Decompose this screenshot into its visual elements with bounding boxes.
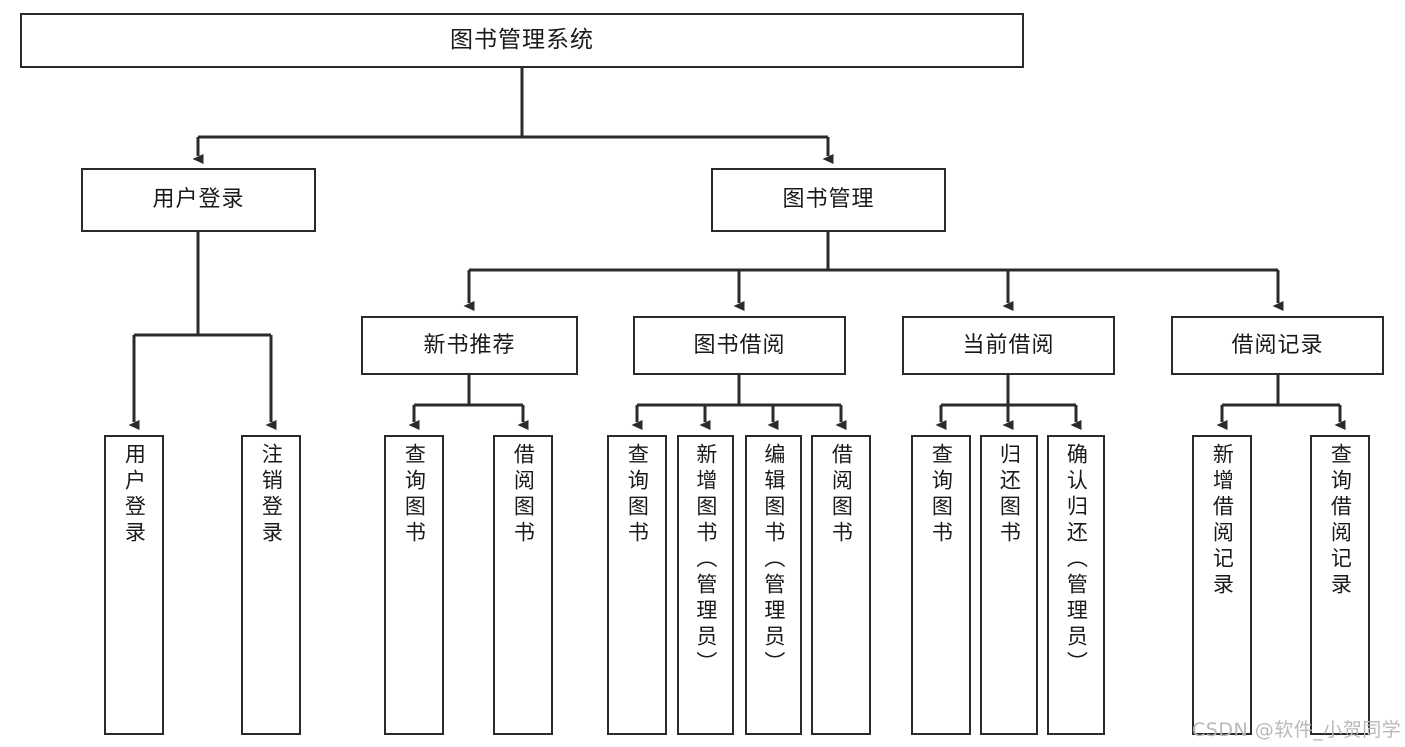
node-borrow-record[interactable]: 借阅记录: [1171, 316, 1384, 375]
node-leaf-user-login[interactable]: 用户登录: [104, 435, 164, 735]
node-label: 新书推荐: [423, 332, 516, 358]
node-label: 图书管理: [782, 187, 875, 213]
node-label: 图书管理系统: [450, 26, 594, 53]
node-label: 借阅图书: [829, 443, 854, 547]
node-label: 编辑图书（管理员）: [761, 443, 786, 677]
node-new-book-recommend[interactable]: 新书推荐: [361, 316, 578, 375]
node-current-borrow[interactable]: 当前借阅: [902, 316, 1115, 375]
node-leaf-query-borrow-record[interactable]: 查询借阅记录: [1310, 435, 1370, 735]
node-label: 新增图书（管理员）: [693, 443, 718, 677]
node-label: 查询图书: [402, 443, 427, 547]
node-leaf-query-book-current[interactable]: 查询图书: [911, 435, 971, 735]
node-label: 查询图书: [929, 443, 954, 547]
node-label: 查询图书: [625, 443, 650, 547]
node-leaf-confirm-return-admin[interactable]: 确认归还（管理员）: [1047, 435, 1105, 735]
node-label: 当前借阅: [962, 332, 1055, 358]
node-leaf-borrow-book[interactable]: 借阅图书: [811, 435, 871, 735]
node-label: 查询借阅记录: [1328, 443, 1353, 599]
node-leaf-query-book-borrow[interactable]: 查询图书: [607, 435, 667, 735]
node-leaf-return-book[interactable]: 归还图书: [980, 435, 1038, 735]
node-label: 借阅图书: [511, 443, 536, 547]
node-leaf-add-book-admin[interactable]: 新增图书（管理员）: [677, 435, 734, 735]
node-label: 新增借阅记录: [1210, 443, 1235, 599]
node-user-login[interactable]: 用户登录: [81, 168, 316, 232]
node-root-book-management-system[interactable]: 图书管理系统: [20, 13, 1024, 68]
node-label: 归还图书: [997, 443, 1022, 547]
csdn-watermark: CSDN @软件_小贺同学: [1192, 719, 1402, 741]
node-label: 借阅记录: [1231, 332, 1324, 358]
node-label: 用户登录: [152, 187, 245, 213]
node-label: 注销登录: [259, 443, 284, 547]
node-book-borrow[interactable]: 图书借阅: [633, 316, 846, 375]
node-label: 确认归还（管理员）: [1064, 443, 1089, 677]
node-label: 用户登录: [122, 443, 147, 547]
node-label: 图书借阅: [693, 332, 786, 358]
node-leaf-logout[interactable]: 注销登录: [241, 435, 301, 735]
node-leaf-query-book-new[interactable]: 查询图书: [384, 435, 444, 735]
node-leaf-edit-book-admin[interactable]: 编辑图书（管理员）: [745, 435, 802, 735]
node-book-management[interactable]: 图书管理: [711, 168, 946, 232]
node-leaf-borrow-book-new[interactable]: 借阅图书: [493, 435, 553, 735]
node-leaf-add-borrow-record[interactable]: 新增借阅记录: [1192, 435, 1252, 735]
